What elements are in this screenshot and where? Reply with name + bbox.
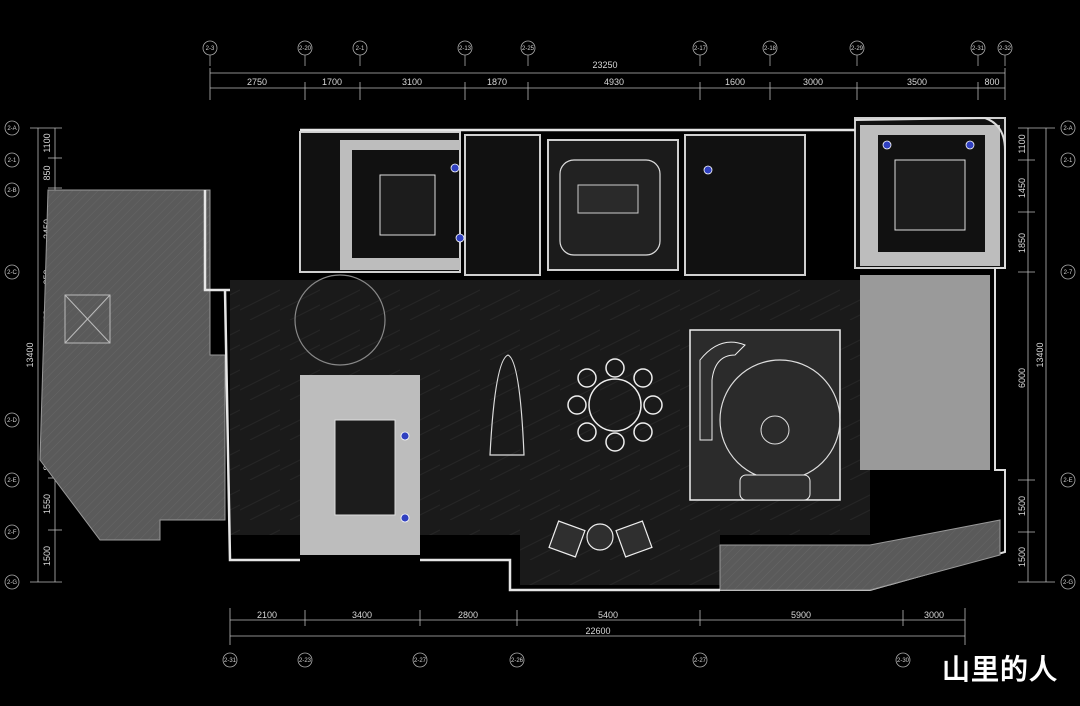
right-dimension-line <box>1018 127 1055 583</box>
left-terrace <box>39 189 226 541</box>
left-seg-0: 1100 <box>42 133 52 152</box>
bottom-segment-labels: 2100 3400 2800 5400 5900 3000 <box>257 610 944 620</box>
beds <box>334 159 966 516</box>
bottom-seg-5: 3000 <box>924 610 944 620</box>
right-seg-0: 1100 <box>1017 134 1027 153</box>
stair <box>64 294 111 344</box>
top-axis-5: 2-17 <box>694 46 707 52</box>
right-segment-labels: 1100 1450 1850 6000 1500 1500 13400 <box>1017 134 1045 567</box>
bottom-axis-4: 2-27 <box>694 658 707 664</box>
dining-set <box>567 358 663 452</box>
right-axis-0: 2-A <box>1063 126 1072 132</box>
bottom-axis-3: 2-26 <box>511 658 524 664</box>
top-axis-markers <box>202 40 1013 66</box>
bottom-seg-2: 2800 <box>458 610 478 620</box>
right-axis-markers <box>1060 120 1076 590</box>
bottom-axis-0: 2-31 <box>224 658 237 664</box>
top-axis-labels: 2-3 2-20 2-1 2-13 2-25 2-17 2-18 2-29 2-… <box>206 46 1012 52</box>
left-axis-0: 2-A <box>7 126 16 132</box>
left-axis-7: 2-G <box>7 580 17 586</box>
right-axis-2: 2-7 <box>1064 270 1073 276</box>
bottom-dimension-line <box>229 608 966 645</box>
right-seg-3: 6000 <box>1017 368 1027 388</box>
bottom-axis-5: 2-30 <box>897 658 910 664</box>
left-total-dimension: 13400 <box>25 342 35 367</box>
top-seg-1: 1700 <box>322 77 342 87</box>
corridor-round <box>294 274 386 366</box>
left-seg-7: 1550 <box>42 494 52 514</box>
left-axis-labels: 2-A 2-1 2-B 2-C 2-D 2-E 2-F 2-G <box>7 126 18 586</box>
top-seg-3: 1870 <box>487 77 507 87</box>
bottom-axis-1: 2-23 <box>299 658 312 664</box>
right-axis-4: 2-G <box>1063 580 1073 586</box>
left-axis-markers <box>4 120 20 590</box>
top-axis-2: 2-1 <box>356 46 365 52</box>
bottom-axis-2: 2-27 <box>414 658 427 664</box>
bottom-seg-4: 5900 <box>791 610 811 620</box>
top-axis-4: 2-25 <box>522 46 535 52</box>
bottom-axis-labels: 2-31 2-23 2-27 2-26 2-27 2-30 <box>224 658 910 664</box>
bottom-axis-markers <box>222 652 911 668</box>
left-axis-1: 2-1 <box>8 158 17 164</box>
lounge-chairs <box>548 520 653 558</box>
top-axis-7: 2-29 <box>851 46 864 52</box>
top-seg-2: 3100 <box>402 77 422 87</box>
right-seg-1: 1450 <box>1017 178 1027 198</box>
top-dimension-line <box>209 68 1006 100</box>
top-total-dimension: 23250 <box>592 60 617 70</box>
top-axis-1: 2-20 <box>299 46 312 52</box>
right-axis-labels: 2-A 2-1 2-7 2-E 2-G <box>1063 126 1073 586</box>
top-seg-5: 1600 <box>725 77 745 87</box>
outer-walls <box>203 128 855 592</box>
watermark-text: 山里的人 <box>941 653 1058 686</box>
right-axis-3: 2-E <box>1063 478 1072 484</box>
east-wall <box>720 116 1006 591</box>
bottom-seg-0: 2100 <box>257 610 277 620</box>
bottom-total-dimension: 22600 <box>585 626 610 636</box>
top-axis-3: 2-13 <box>459 46 472 52</box>
left-axis-2: 2-B <box>7 188 16 194</box>
top-seg-6: 3000 <box>803 77 823 87</box>
bottom-seg-1: 3400 <box>352 610 372 620</box>
top-seg-7: 3500 <box>907 77 927 87</box>
top-seg-4: 4930 <box>604 77 624 87</box>
top-axis-8: 2-31 <box>972 46 985 52</box>
left-axis-6: 2-F <box>8 530 17 536</box>
right-seg-5: 1500 <box>1017 547 1027 567</box>
sofa <box>699 341 746 441</box>
top-seg-0: 2750 <box>247 77 267 87</box>
light-markers <box>400 140 975 523</box>
right-seg-2: 1850 <box>1017 233 1027 253</box>
top-axis-9: 2-32 <box>999 46 1012 52</box>
left-axis-3: 2-C <box>7 270 17 276</box>
bottom-seg-3: 5400 <box>598 610 618 620</box>
right-seg-4: 1500 <box>1017 496 1027 516</box>
top-seg-8: 800 <box>984 77 999 87</box>
right-total-dimension: 13400 <box>1035 342 1045 367</box>
left-seg-1: 850 <box>42 165 52 180</box>
top-axis-6: 2-18 <box>764 46 777 52</box>
top-segment-labels: 2750 1700 3100 1870 4930 1600 3000 3500 … <box>247 77 1000 87</box>
left-seg-8: 1500 <box>42 546 52 566</box>
left-axis-5: 2-E <box>7 478 16 484</box>
top-axis-0: 2-3 <box>206 46 215 52</box>
left-axis-4: 2-D <box>7 418 17 424</box>
boat-furniture <box>489 354 525 456</box>
right-axis-1: 2-1 <box>1064 158 1073 164</box>
